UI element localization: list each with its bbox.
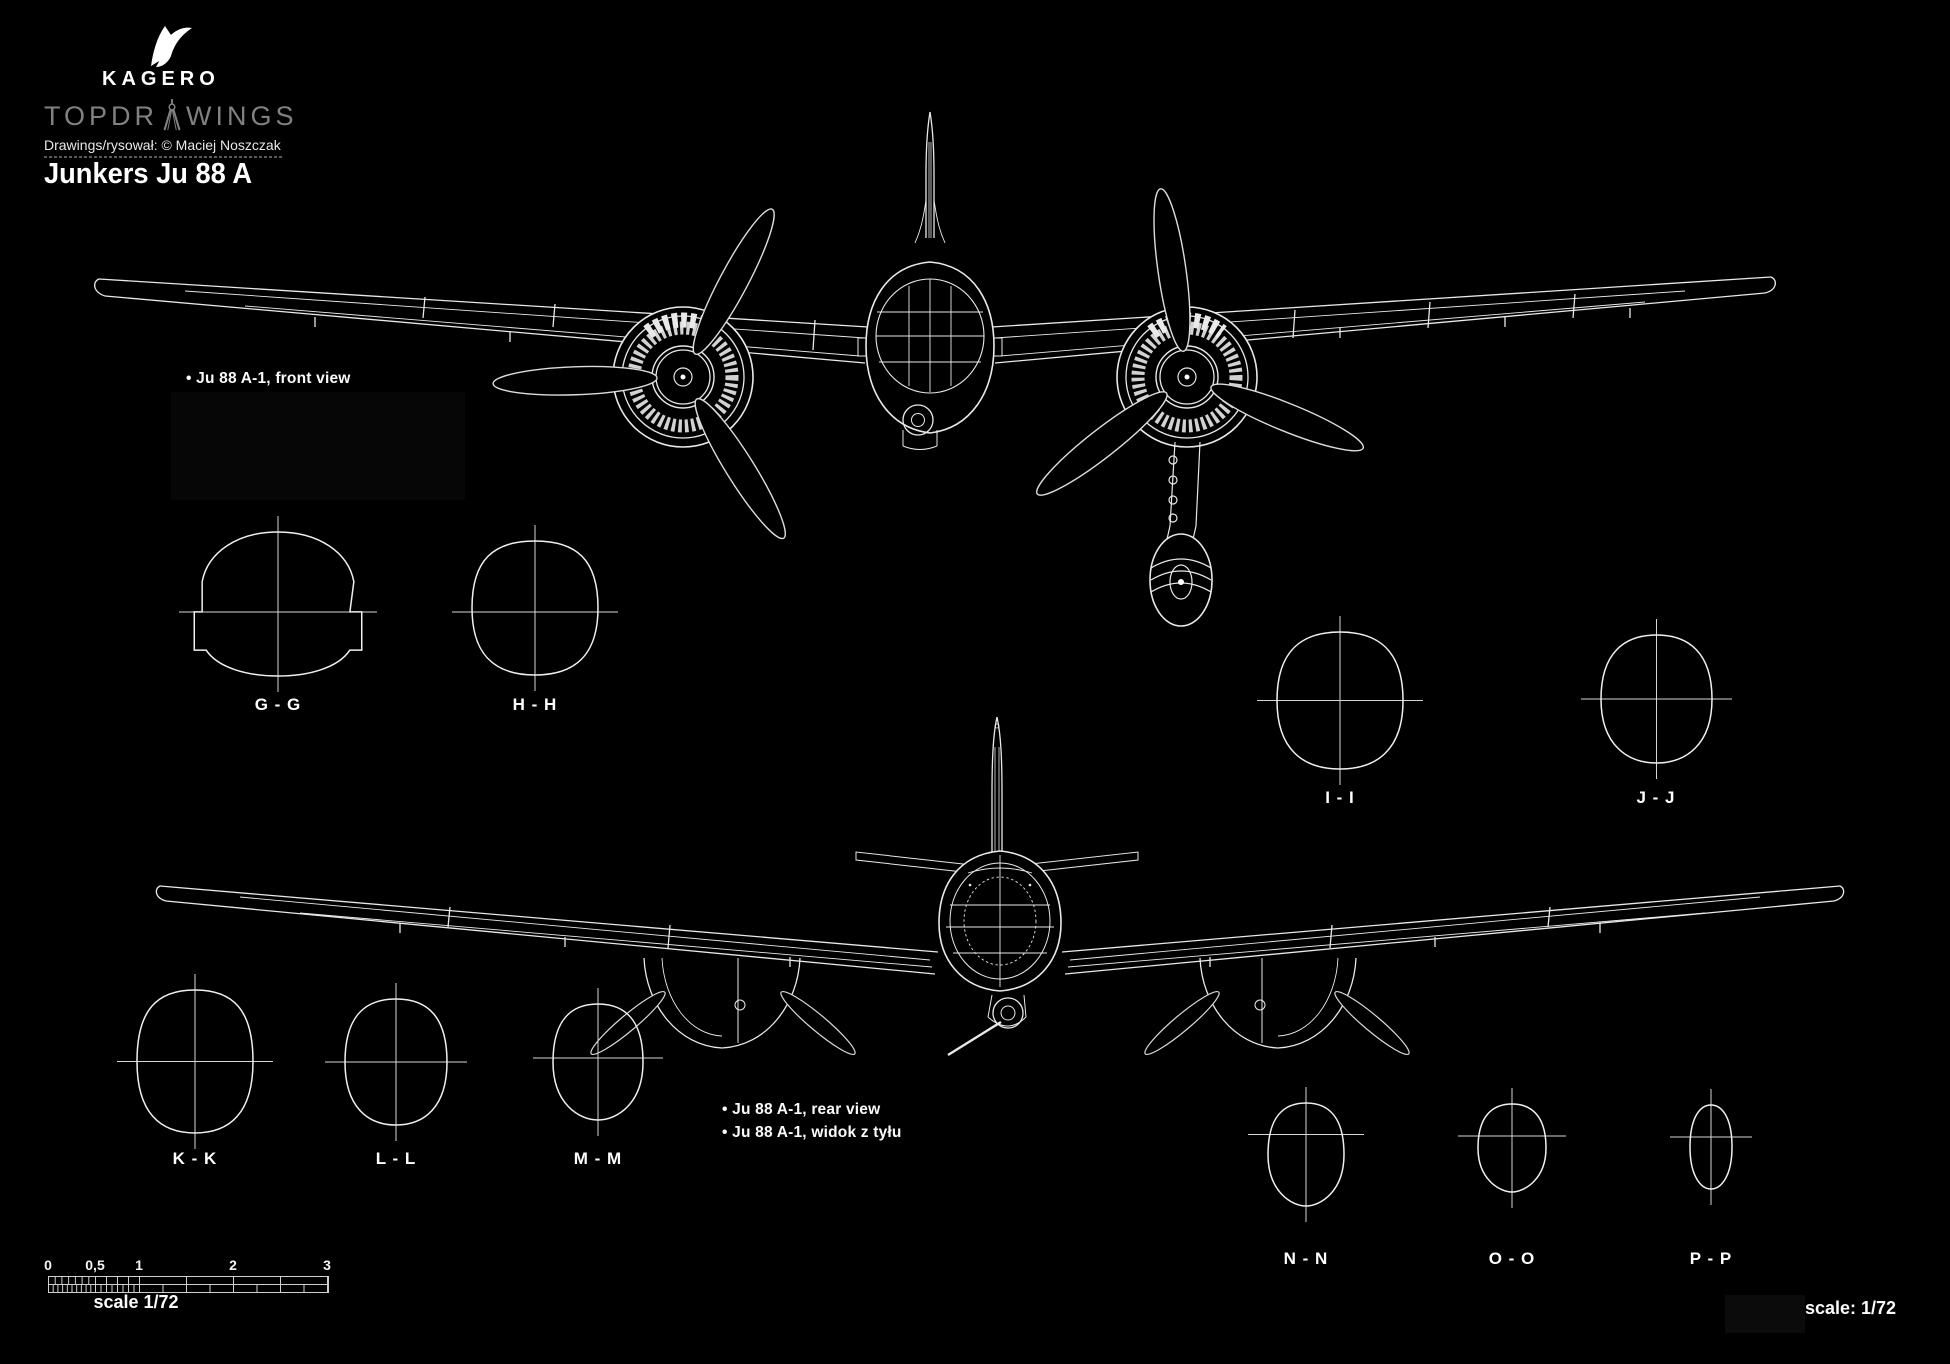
section-crosshair — [179, 516, 377, 692]
front-view-drawing — [85, 80, 1785, 640]
section-crosshair — [1257, 615, 1423, 785]
cross-section-o-o — [1448, 1079, 1576, 1217]
section-crosshair — [452, 525, 618, 691]
rear-wings — [155, 885, 1845, 975]
scale-note: scale: 1/72 — [1805, 1298, 1897, 1318]
scale-bar-ruler — [48, 1276, 332, 1294]
rear-gondola — [947, 994, 1027, 1057]
scale-bar-tick-label: 3 — [323, 1257, 331, 1273]
rear-nacelle-right — [1199, 957, 1357, 1049]
cross-section-p-p — [1660, 1080, 1762, 1214]
section-outline — [1276, 630, 1404, 770]
credit-line: Drawings/rysował: © Maciej Noszczak — [44, 137, 281, 153]
section-label: G - G — [254, 695, 302, 714]
front-fuselage — [857, 261, 1003, 450]
section-outline — [471, 540, 599, 676]
scale-bar-tick-label: 0,5 — [85, 1257, 105, 1273]
kagero-bird-icon — [138, 23, 192, 69]
page-title: Junkers Ju 88 A — [44, 158, 253, 190]
cross-section-n-n — [1238, 1078, 1374, 1231]
section-outline — [1689, 1104, 1733, 1190]
rear-view-caption-line: • Ju 88 A-1, widok z tyłu — [722, 1124, 902, 1141]
series-text-left: TOPDR — [44, 101, 159, 131]
section-label: M - M — [573, 1149, 623, 1168]
scale-bar-caption: scale 1/72 — [93, 1292, 179, 1312]
cross-section-g-g — [169, 507, 387, 701]
landing-gear — [1149, 441, 1213, 627]
compass-icon — [160, 99, 184, 131]
cross-section-m-m — [523, 979, 673, 1145]
front-tail-fin — [914, 111, 946, 244]
rear-propeller-blades — [590, 990, 1410, 1056]
scale-bar-tick-label: 1 — [135, 1257, 143, 1273]
propeller-blades — [492, 188, 1365, 540]
cross-section-k-k — [107, 965, 283, 1158]
section-label: L - L — [375, 1149, 417, 1168]
scale-bar-tick-label: 0 — [44, 1257, 52, 1273]
scale-bar-tick-label: 2 — [229, 1257, 237, 1273]
section-label: K - K — [172, 1149, 218, 1168]
front-view-caption: • Ju 88 A-1, front view — [186, 370, 351, 387]
series-text-right: WINGS — [186, 101, 298, 131]
section-label: P - P — [1689, 1249, 1733, 1268]
credit-underline — [44, 156, 282, 158]
section-label: H - H — [512, 695, 558, 714]
section-outline — [193, 531, 363, 677]
cross-section-j-j — [1571, 610, 1742, 788]
section-label: J - J — [1636, 788, 1676, 807]
section-outline — [552, 1003, 644, 1121]
propeller-hubs — [673, 367, 1197, 387]
section-crosshair — [1670, 1089, 1752, 1205]
series-wordmark: TOPDR WINGS — [44, 99, 298, 132]
rear-tailplane — [855, 851, 1139, 876]
section-crosshair — [533, 988, 663, 1136]
section-label: O - O — [1488, 1249, 1536, 1268]
cross-section-l-l — [315, 974, 477, 1150]
section-outline — [1267, 1101, 1345, 1207]
section-crosshair — [1458, 1088, 1566, 1208]
cross-section-i-i — [1247, 607, 1433, 794]
rear-view-drawing — [150, 705, 1850, 1095]
scan-artifact — [1725, 1295, 1805, 1333]
section-label: N - N — [1283, 1249, 1329, 1268]
section-crosshair — [117, 973, 273, 1149]
rear-tail-fin — [991, 716, 1003, 857]
rear-fuselage — [938, 850, 1062, 992]
rear-view-caption-line: • Ju 88 A-1, rear view — [722, 1101, 881, 1118]
section-outline — [136, 988, 254, 1134]
brand-wordmark: KAGERO — [102, 68, 220, 90]
section-crosshair — [1248, 1086, 1364, 1222]
rear-view-captions: • Ju 88 A-1, rear view • Ju 88 A-1, wido… — [722, 1098, 902, 1144]
cross-section-h-h — [442, 516, 628, 700]
section-label: I - I — [1325, 788, 1355, 807]
